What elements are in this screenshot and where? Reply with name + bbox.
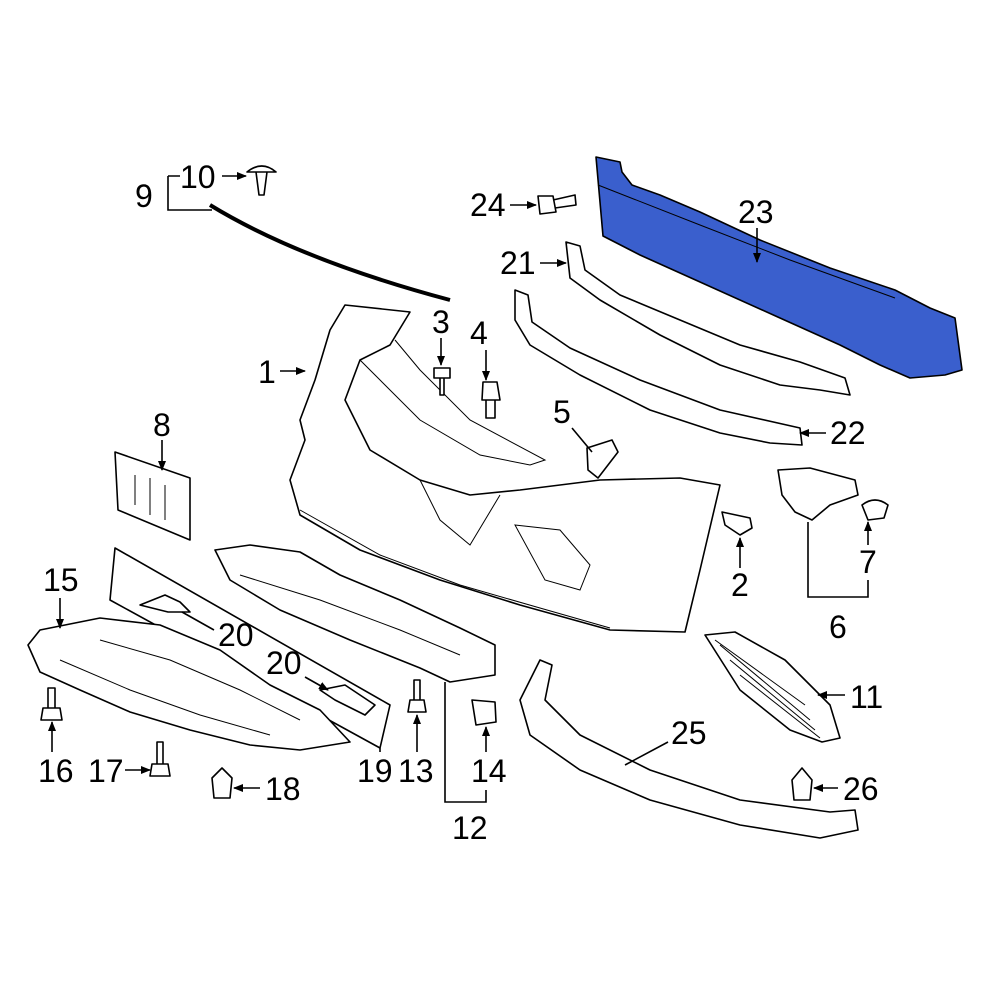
part-10-clip[interactable] (246, 165, 277, 196)
part-11-grille[interactable] (704, 631, 841, 743)
callout-9: 9 (135, 178, 153, 214)
callout-23: 23 (738, 194, 774, 230)
part-2-clip[interactable] (721, 511, 753, 536)
part-7-clip[interactable] (861, 499, 889, 521)
callout-26: 26 (843, 771, 879, 807)
part-6-bracket[interactable] (777, 467, 859, 521)
part-26-clip[interactable] (791, 767, 813, 801)
callout-22: 22 (830, 415, 866, 451)
callout-6: 6 (829, 609, 847, 645)
part-18-clip[interactable] (211, 767, 233, 799)
callout-7: 7 (859, 544, 877, 580)
callout-19: 19 (357, 753, 393, 789)
callout-17: 17 (88, 753, 124, 789)
callout-21: 21 (500, 245, 536, 281)
part-16-bolt[interactable] (40, 687, 63, 721)
callout-2: 2 (731, 567, 749, 603)
callout-14: 14 (471, 753, 507, 789)
part-8-license-bracket[interactable] (114, 451, 191, 541)
part-17-bolt[interactable] (149, 741, 171, 777)
part-4-bolt[interactable] (481, 381, 501, 419)
part-3-screw[interactable] (433, 367, 451, 396)
part-22-absorber[interactable] (514, 289, 803, 446)
callout-15: 15 (43, 562, 79, 598)
part-15-under-cover[interactable] (27, 617, 351, 751)
callout-8: 8 (153, 407, 171, 443)
callout-3: 3 (432, 304, 450, 340)
part-23-impact-bar[interactable] (595, 156, 963, 379)
callout-5: 5 (553, 394, 571, 430)
part-21-absorber[interactable] (565, 241, 851, 396)
part-25-spoiler[interactable] (519, 659, 859, 839)
leader-lines (48, 172, 872, 803)
part-24-bolt[interactable] (537, 194, 577, 215)
callout-11: 11 (850, 679, 883, 715)
part-9-molding[interactable] (208, 203, 451, 302)
part-20-retainer[interactable] (139, 594, 191, 613)
callout-12: 12 (452, 810, 488, 846)
callout-24: 24 (470, 187, 506, 223)
callout-16: 16 (38, 753, 74, 789)
callout-13: 13 (398, 753, 434, 789)
callout-25: 25 (671, 715, 707, 751)
part-5-bracket[interactable] (586, 439, 619, 479)
part-13-bolt[interactable] (407, 679, 427, 713)
callout-4: 4 (470, 315, 488, 351)
part-20-retainer[interactable] (319, 684, 376, 716)
callout-20: 20 (266, 645, 302, 681)
callout-1: 1 (258, 354, 276, 390)
callout-20: 20 (218, 617, 254, 653)
part-14-nut[interactable] (471, 699, 497, 726)
part-12-deflector[interactable] (214, 544, 496, 683)
part-1-bumper-cover[interactable] (289, 304, 721, 633)
callout-10: 10 (180, 159, 216, 195)
callout-18: 18 (265, 771, 301, 807)
